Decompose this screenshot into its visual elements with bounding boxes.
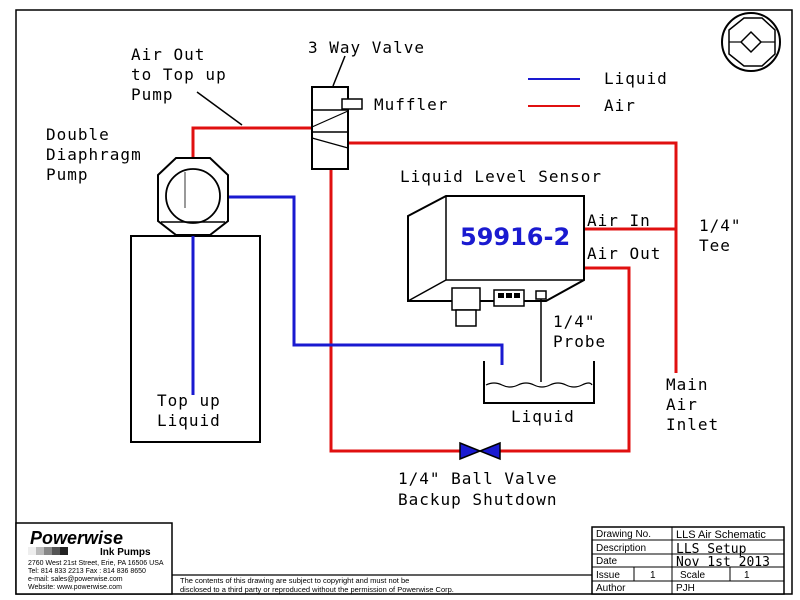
air-line-to-pump [191,126,313,165]
brand-name: Powerwise [30,528,123,548]
air-in-label: Air In [587,211,651,230]
ball-valve-icon [459,441,501,461]
topup-label-2: Liquid [157,411,221,430]
scale-value: 1 [744,570,750,581]
ball-valve-label-1: 1/4" Ball Valve [398,469,558,488]
sensor-id: 59916-2 [460,223,570,251]
diaphragm-pump [157,157,229,236]
air-out-label-2: to Top up [131,65,227,84]
scale-label: Scale [680,570,705,581]
date-label: Date [596,556,618,567]
legend-air-label: Air [604,96,636,115]
author-label: Author [596,583,626,594]
tee-label-1: 1/4" [699,216,742,235]
ball-valve-label-2: Backup Shutdown [398,490,558,509]
issue-label: Issue [596,570,620,581]
main-air-label-3: Inlet [666,415,719,434]
liquid-level-sensor [407,195,585,327]
three-way-valve [311,86,363,170]
probe-label-2: Probe [553,332,606,351]
copyright-line-1: The contents of this drawing are subject… [180,576,409,585]
author-value: PJH [676,583,695,594]
tee-label-2: Tee [699,236,731,255]
air-lines [191,126,678,453]
muffler-icon [341,98,363,110]
description-label: Description [596,543,646,554]
air-out-leader [196,91,243,126]
date-value: Nov 1st 2013 [676,555,770,570]
valve-leader [332,55,346,87]
pump-label-2: Diaphragm [46,145,142,164]
company-logo: Powerwise Ink Pumps 2760 West 21st Stree… [15,522,173,595]
address-line-1: 2760 West 21st Street, Erie, PA 16506 US… [28,560,164,567]
copyright-line-2: disclosed to a third party or reproduced… [180,585,454,594]
air-line-backup-left [329,169,460,453]
three-way-valve-label: 3 Way Valve [308,38,425,57]
title-block: Drawing No. LLS Air Schematic Descriptio… [591,526,785,595]
liquid-label: Liquid [511,407,575,426]
air-out-port-label: Air Out [587,244,661,263]
probe-label-1: 1/4" [553,312,596,331]
drawing-no-label: Drawing No. [596,529,651,540]
liquid-line-return [225,195,504,365]
air-line-main-inlet [348,141,678,373]
filter-icon [451,287,481,311]
topup-label-1: Top up [157,391,221,410]
main-air-label-1: Main [666,375,709,394]
address-line-4: Website: www.powerwise.com [28,584,122,591]
brand-sub: Ink Pumps [100,547,151,558]
main-air-label-2: Air [666,395,698,414]
liquid-container [483,361,595,404]
pump-label-1: Double [46,125,110,144]
air-line-backup-right [500,266,631,453]
lls-label: Liquid Level Sensor [400,167,602,186]
description-value: LLS Setup [676,542,747,557]
legend-liquid-label: Liquid [604,69,668,88]
issue-value: 1 [650,570,656,581]
topup-tank [130,235,261,443]
drawing-border [15,9,793,595]
legend: Liquid Air [528,69,668,115]
drawing-no-value: LLS Air Schematic [676,529,766,541]
address-line-3: e-mail: sales@powerwise.com [28,576,123,583]
air-out-label-1: Air Out [131,45,205,64]
address-line-2: Tel: 814 833 2213 Fax : 814 836 8650 [28,568,146,575]
muffler-label: Muffler [374,95,448,114]
projection-symbol-icon [721,12,781,72]
pump-label-3: Pump [46,165,89,184]
air-out-label-3: Pump [131,85,174,104]
